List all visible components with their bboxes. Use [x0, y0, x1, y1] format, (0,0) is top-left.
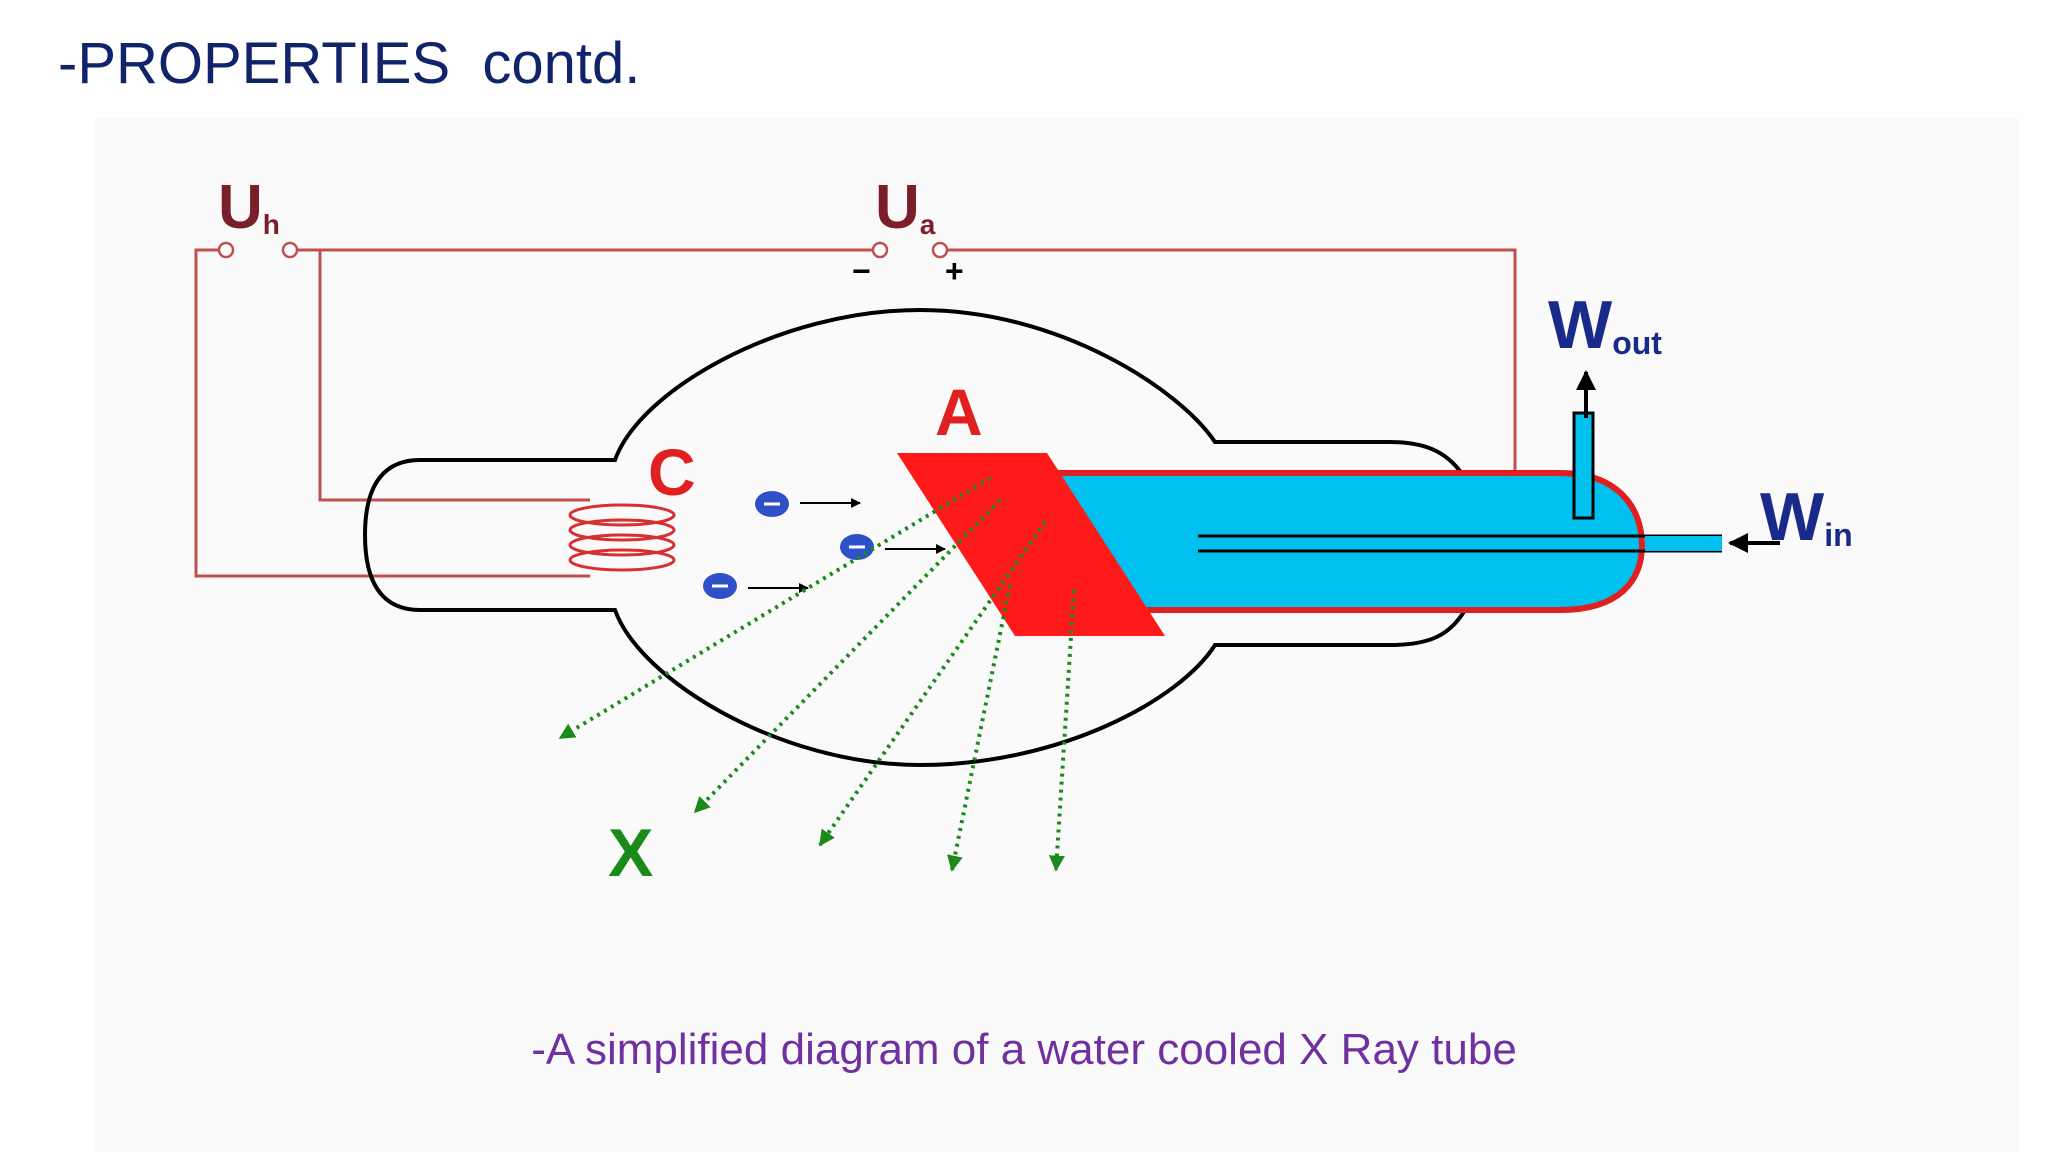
label-cathode: C: [648, 435, 696, 509]
label-anode: A: [935, 375, 983, 449]
label-uh: Uh: [218, 173, 280, 242]
label-xray: X: [608, 815, 653, 891]
label-water-out: Wout: [1548, 287, 1662, 363]
terminals: [217, 241, 949, 259]
cathode-filament: [568, 503, 676, 572]
inlet-pipe: [1645, 536, 1722, 551]
label-minus: −: [852, 253, 871, 289]
label-water-in: Win: [1760, 479, 1853, 555]
label-plus: +: [945, 253, 964, 289]
figure-caption: -A simplified diagram of a water cooled …: [0, 1025, 2048, 1075]
electrons: [703, 491, 946, 599]
coolant-tube: [1013, 470, 1646, 613]
caption-text: -A simplified diagram of a water cooled …: [531, 1025, 1517, 1074]
label-ua: Ua: [875, 173, 936, 242]
circuit-wires: [194, 248, 1517, 578]
slide-title: -PROPERTIES contd.: [58, 31, 641, 96]
xray-beams: [558, 476, 1076, 872]
glass-envelope: [362, 307, 1467, 768]
water-pipes: [1198, 411, 1722, 553]
